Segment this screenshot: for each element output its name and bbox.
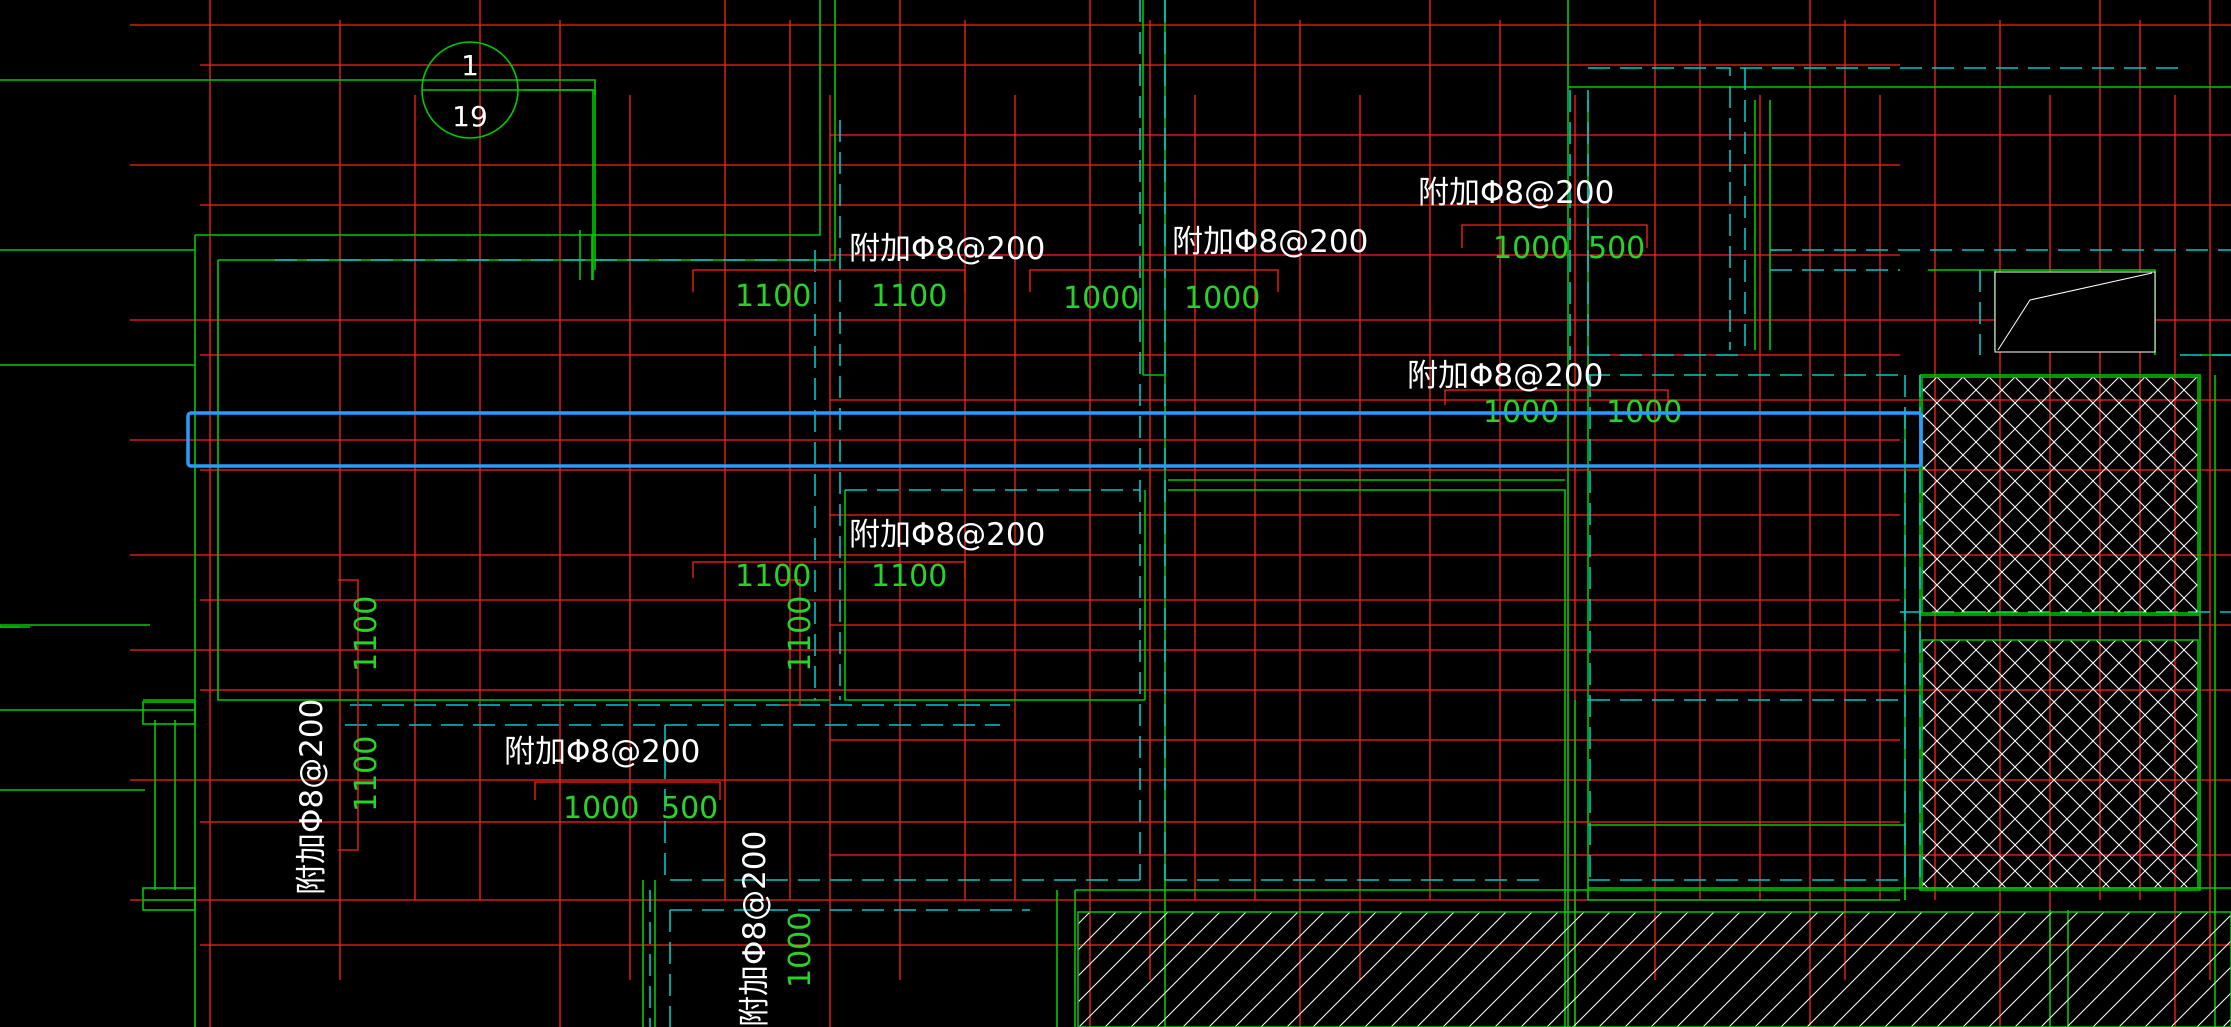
dimension-labels: 1100 1100 1000 1000 1000 500 1000 1000 1…: [349, 231, 1682, 988]
dimension-label[interactable]: 1000: [783, 912, 818, 988]
section-number: 1: [461, 49, 479, 82]
hatch-area-cross-lower: [1921, 639, 2199, 889]
dimension-label[interactable]: 1100: [349, 596, 384, 672]
section-sheet: 19: [452, 100, 488, 133]
dimension-label[interactable]: 1000: [1063, 281, 1139, 316]
note-label[interactable]: 附加Φ8@200: [849, 231, 1045, 267]
note-label[interactable]: 附加Φ8@200: [294, 699, 330, 895]
dimension-label[interactable]: 1100: [735, 559, 811, 594]
dimension-brackets: [338, 224, 1669, 851]
note-label[interactable]: 附加Φ8@200: [1418, 175, 1614, 211]
dimension-label[interactable]: 500: [661, 791, 718, 826]
section-marker[interactable]: 1 19: [421, 41, 594, 280]
rebar-notes: 附加Φ8@200 附加Φ8@200 附加Φ8@200 附加Φ8@200 附加Φ8…: [294, 175, 1614, 1027]
hatch-area-diagonal: [1077, 911, 2231, 1027]
note-label[interactable]: 附加Φ8@200: [1172, 224, 1368, 260]
hatch-area-cross-upper: [1921, 376, 2199, 614]
dimension-label[interactable]: 1100: [735, 279, 811, 314]
selection-highlight[interactable]: [186, 411, 1923, 468]
dimension-label[interactable]: 1000: [1184, 281, 1260, 316]
dimension-label[interactable]: 1000: [563, 791, 639, 826]
dimension-label[interactable]: 1100: [349, 736, 384, 812]
note-label[interactable]: 附加Φ8@200: [1407, 358, 1603, 394]
dimension-label[interactable]: 500: [1588, 231, 1645, 266]
note-label[interactable]: 附加Φ8@200: [737, 831, 773, 1027]
dimension-label[interactable]: 1100: [783, 596, 818, 672]
rebar-lines: [130, 0, 2231, 1027]
dimension-label[interactable]: 1100: [871, 559, 947, 594]
note-label[interactable]: 附加Φ8@200: [849, 517, 1045, 553]
hatch-patch-top-right: [1994, 271, 2156, 353]
note-label[interactable]: 附加Φ8@200: [504, 734, 700, 770]
dimension-label[interactable]: 1000: [1493, 231, 1569, 266]
hatch-patch-line: [1997, 272, 2153, 351]
dimension-label[interactable]: 1100: [871, 279, 947, 314]
